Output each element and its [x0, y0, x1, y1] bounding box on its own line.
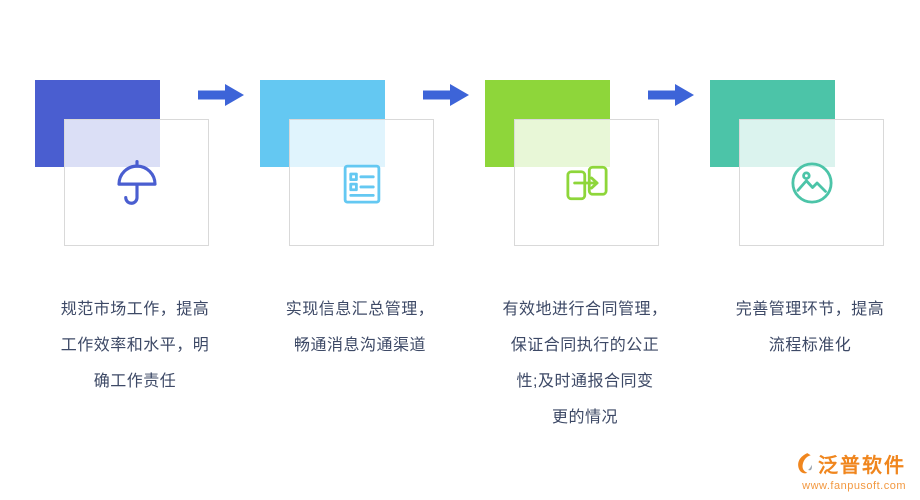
brand-watermark: 泛普软件 www.fanpusoft.com — [794, 449, 906, 492]
brand-url: www.fanpusoft.com — [802, 480, 906, 492]
step-description: 完善管理环节，提高 流程标准化 — [735, 301, 885, 354]
icon-card — [514, 119, 659, 246]
step-description: 实现信息汇总管理， 畅通消息沟通渠道 — [285, 301, 435, 354]
brand-logo-icon — [798, 452, 812, 473]
icon-card — [64, 119, 209, 246]
step-description: 有效地进行合同管理， 保证合同执行的公正 性;及时通报合同变 更的情况 — [502, 301, 668, 426]
image-icon — [790, 161, 833, 204]
step-panel-contract-management: 有效地进行合同管理， 保证合同执行的公正 性;及时通报合同变 更的情况 — [480, 80, 690, 440]
list-icon — [343, 164, 380, 204]
step-panel-info-summary: 实现信息汇总管理， 畅通消息沟通渠道 — [255, 80, 465, 440]
icon-card — [739, 119, 884, 246]
step-panel-process-standardization: 完善管理环节，提高 流程标准化 — [705, 80, 915, 440]
flow-arrow-icon — [648, 84, 694, 106]
step-panel-market-regulation: 规范市场工作，提高 工作效率和水平，明 确工作责任 — [30, 80, 240, 440]
flow-arrow-icon — [423, 84, 469, 106]
transfer-icon — [565, 165, 608, 200]
icon-card — [289, 119, 434, 246]
flow-arrow-icon — [198, 84, 244, 106]
step-description: 规范市场工作，提高 工作效率和水平，明 确工作责任 — [60, 301, 210, 390]
brand-name: 泛普软件 — [818, 455, 906, 477]
umbrella-icon — [116, 159, 157, 205]
